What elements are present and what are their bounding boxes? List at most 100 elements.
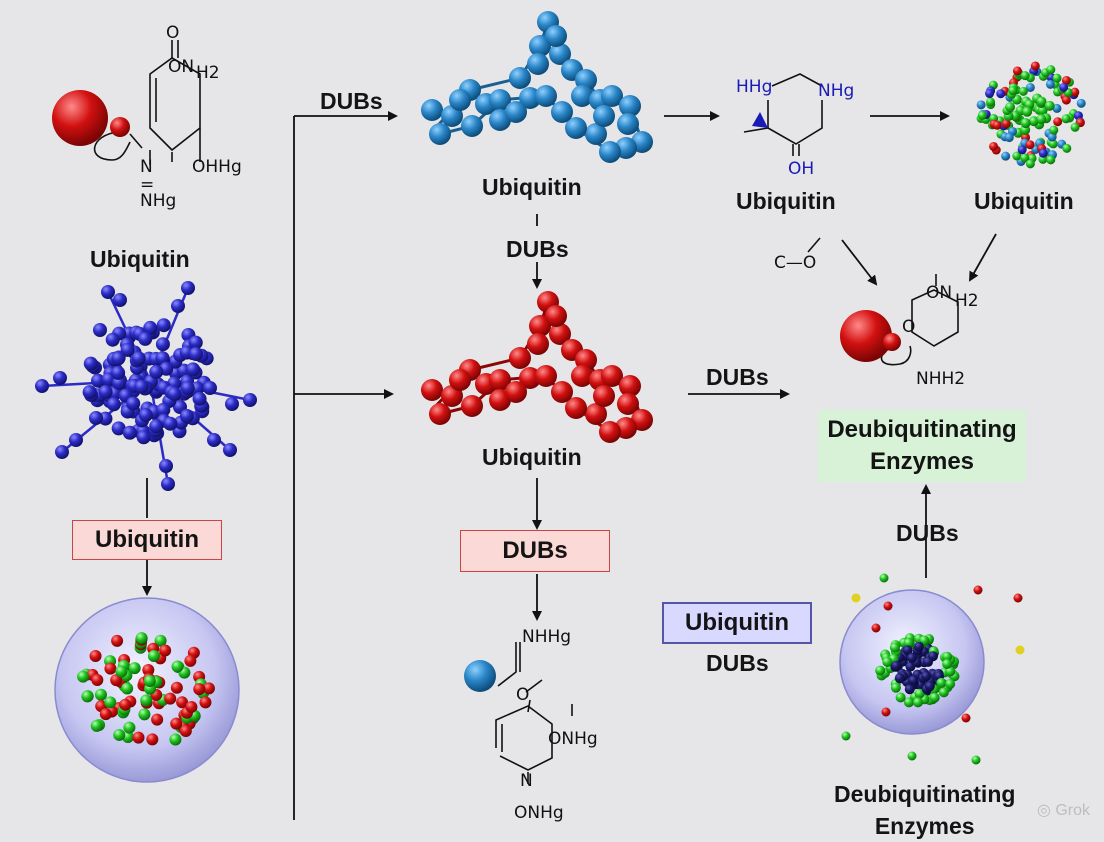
molecule-ball	[223, 443, 237, 457]
molecule-ball	[181, 281, 195, 295]
molecule-ball	[992, 120, 1002, 130]
label-dubs-top: DUBs	[320, 88, 383, 114]
molecule-ball	[134, 379, 149, 394]
molecule-ball	[140, 694, 153, 707]
molecule-ball	[163, 416, 178, 431]
left-cell-sphere	[54, 597, 240, 783]
molecule-ball	[593, 385, 615, 407]
molecule-ball	[1044, 100, 1055, 111]
molecule-ball	[155, 337, 170, 352]
molecule-ball	[921, 671, 932, 682]
molecule-ball	[881, 707, 891, 717]
molecule-ball	[149, 419, 164, 434]
molecule-ball	[989, 141, 999, 151]
molecule-ball	[193, 683, 206, 696]
molecule-ball	[147, 649, 160, 662]
molecule-ball	[1052, 103, 1062, 113]
arrow-diag-left	[841, 239, 878, 286]
chem-hhg: HHg	[736, 77, 772, 97]
molecule-ball	[1017, 145, 1027, 155]
molecule-ball	[527, 333, 549, 355]
molecule-ball	[1013, 593, 1023, 603]
arrow-diag-right	[969, 233, 997, 282]
molecule-ball	[549, 323, 571, 345]
molecule-ball	[81, 690, 94, 703]
molecule-ball	[115, 665, 128, 678]
right-chem-structure: ON H2 O NHH2	[840, 274, 979, 389]
chem-onhg-bottom: ONHg	[514, 803, 564, 823]
molecule-ball	[91, 373, 106, 388]
molecule-ball	[1001, 119, 1011, 129]
molecule-ball	[986, 97, 996, 107]
molecule-ball	[936, 677, 947, 688]
molecule-ball	[143, 320, 158, 335]
molecule-ball	[53, 371, 67, 385]
molecule-ball	[122, 425, 137, 440]
molecule-ball	[890, 682, 901, 693]
blue-ball-bottom	[464, 660, 496, 692]
molecule-ball	[585, 123, 607, 145]
molecule-ball	[1059, 82, 1069, 92]
molecule-ball	[149, 364, 164, 379]
molecule-ball	[505, 381, 527, 403]
molecule-ball	[529, 35, 551, 57]
molecule-ball	[519, 367, 541, 389]
chem-oh: OH	[788, 159, 814, 179]
molecule-ball	[1020, 118, 1031, 129]
molecule-ball	[945, 679, 956, 690]
molecule-ball	[1001, 151, 1011, 161]
molecule-ball	[132, 731, 145, 744]
molecule-ball	[138, 408, 153, 423]
molecule-ball	[1025, 140, 1035, 150]
molecule-ball	[599, 141, 621, 163]
chem-nhg-blue: NHg	[818, 81, 854, 101]
molecule-ball	[89, 650, 102, 663]
molecule-ball	[601, 365, 623, 387]
label-ubiquitin-right: Ubiquitin	[974, 188, 1074, 214]
molecule-ball	[143, 674, 156, 687]
molecule-ball	[1046, 65, 1056, 75]
bottom-center-chem-structure: NHHg O ONHg N ONHg	[464, 627, 598, 823]
label-dubs-right: DUBs	[896, 520, 959, 546]
chem-nhhg: NHHg	[522, 627, 571, 647]
molecule-ball	[186, 362, 201, 377]
molecule-ball	[188, 335, 203, 350]
molecule-ball	[421, 99, 443, 121]
deubiquitinating-green-box: Deubiquitinating Enzymes	[818, 410, 1026, 482]
molecule-ball	[1018, 86, 1028, 96]
molecule-ball	[155, 351, 170, 366]
molecule-ball	[126, 396, 141, 411]
molecule-ball	[121, 682, 134, 695]
right-cell-sphere	[839, 573, 1025, 765]
molecule-ball	[977, 110, 987, 120]
molecule-ball	[851, 593, 861, 603]
molecule-ball	[549, 43, 571, 65]
molecule-ball	[113, 293, 127, 307]
molecule-ball	[903, 697, 914, 708]
chem-nhh2: NHH2	[916, 369, 965, 389]
red-ball-right	[840, 310, 892, 362]
molecule-ball	[617, 113, 639, 135]
molecule-ball	[535, 365, 557, 387]
molecule-ball	[131, 351, 146, 366]
molecule-ball	[207, 433, 221, 447]
molecule-ball	[142, 663, 155, 676]
chem-co: C—O	[774, 253, 816, 273]
molecule-ball	[945, 666, 956, 677]
molecule-ball	[1061, 114, 1071, 124]
chem-h2-right: H2	[955, 291, 979, 311]
molecule-ball	[1049, 125, 1059, 135]
molecule-ball	[1012, 66, 1022, 76]
molecule-ball	[167, 386, 182, 401]
molecule-ball	[154, 634, 167, 647]
molecule-ball	[1038, 148, 1048, 158]
red-ball-large	[52, 90, 108, 146]
molecule-ball	[99, 708, 112, 721]
molecule-ball	[159, 459, 173, 473]
molecule-ball	[179, 724, 192, 737]
molecule-ball	[111, 351, 126, 366]
molecule-ball	[571, 365, 593, 387]
center-top-chem-structure: HHg NHg OH C—O	[736, 73, 854, 273]
molecule-ball	[111, 634, 124, 647]
molecule-ball	[619, 375, 641, 397]
